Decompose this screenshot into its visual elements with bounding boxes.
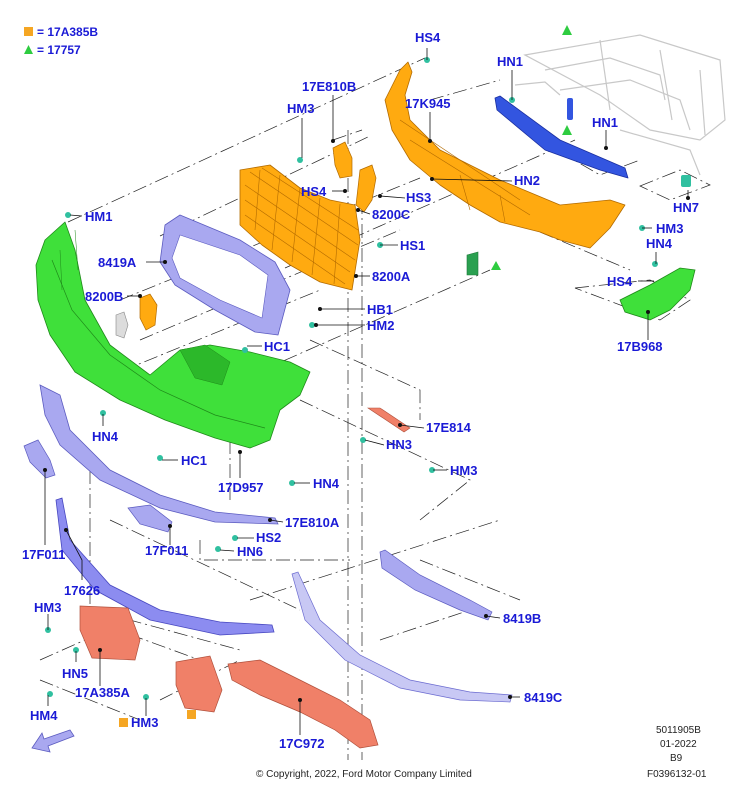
label-hs4-c: HS4 xyxy=(607,274,633,289)
leader-dots xyxy=(43,139,690,702)
label-17e814: 17E814 xyxy=(426,420,472,435)
label-17a385a: 17A385A xyxy=(75,685,131,700)
label-hc1-b: HC1 xyxy=(181,453,207,468)
part-8419a-frame xyxy=(159,214,291,336)
label-hs3: HS3 xyxy=(406,190,431,205)
part-17a385a xyxy=(79,605,141,661)
green-triangle-top-icon xyxy=(562,25,572,35)
green-triangle-right-icon xyxy=(491,261,501,270)
label-hc1-a: HC1 xyxy=(264,339,290,354)
meta-code-2: 01-2022 xyxy=(660,739,697,750)
label-hs1: HS1 xyxy=(400,238,425,253)
label-hm1: HM1 xyxy=(85,209,112,224)
blue-beam xyxy=(494,95,629,179)
part-17d957-cover xyxy=(35,221,311,449)
label-hm2: HM2 xyxy=(367,318,394,333)
label-hn2: HN2 xyxy=(514,173,540,188)
part-17c972 xyxy=(227,659,379,749)
label-hb1: HB1 xyxy=(367,302,393,317)
part-labels: HS4 HN1 HN1 17E810B HM3 17K945 HN2 HS4 H… xyxy=(22,30,699,751)
label-8200b: 8200B xyxy=(85,289,123,304)
label-hn4-b: HN4 xyxy=(92,429,119,444)
label-17k945: 17K945 xyxy=(405,96,451,111)
part-17e810b xyxy=(332,141,353,179)
metadata: 5011905B 01-2022 B9 F0396132-01 © Copyri… xyxy=(256,725,707,780)
part-salmon-bracket xyxy=(175,655,223,713)
legend-text-triangle: = 17757 xyxy=(37,43,81,57)
label-17626: 17626 xyxy=(64,583,100,598)
part-8419c xyxy=(291,571,513,703)
vehicle-frame xyxy=(514,34,726,176)
part-17b968 xyxy=(619,267,696,321)
part-8200a-grille xyxy=(239,164,361,291)
leader-lines xyxy=(44,48,689,735)
label-hm3-c: HM3 xyxy=(450,463,477,478)
legend-square-icon xyxy=(24,27,33,36)
label-8419b: 8419B xyxy=(503,611,541,626)
label-17d957: 17D957 xyxy=(218,480,264,495)
label-17e810b: 17E810B xyxy=(302,79,356,94)
label-hm3-b: HM3 xyxy=(656,221,683,236)
front-direction-arrow-icon xyxy=(31,729,75,753)
label-hn5: HN5 xyxy=(62,666,88,681)
label-hn4-a: HN4 xyxy=(646,236,673,251)
label-hm3-d: HM3 xyxy=(34,600,61,615)
part-17k945 xyxy=(384,61,626,249)
orange-square-mid-icon xyxy=(187,710,196,719)
meta-code-4: F0396132-01 xyxy=(647,769,707,780)
part-small-green-bracket xyxy=(466,251,479,276)
label-hs4-top: HS4 xyxy=(415,30,441,45)
copyright: © Copyright, 2022, Ford Motor Company Li… xyxy=(256,769,472,780)
label-17b968: 17B968 xyxy=(617,339,663,354)
green-triangle-mid-icon xyxy=(562,125,572,135)
label-17f011-b: 17F011 xyxy=(145,543,188,558)
part-8200c xyxy=(355,164,377,213)
legend-triangle-icon xyxy=(24,45,33,54)
label-hs4-b: HS4 xyxy=(301,184,327,199)
label-17c972: 17C972 xyxy=(279,736,325,751)
parts xyxy=(23,25,726,753)
label-8419a: 8419A xyxy=(98,255,137,270)
part-17626 xyxy=(55,497,275,636)
label-8200c: 8200C xyxy=(372,207,411,222)
label-hs2: HS2 xyxy=(256,530,281,545)
orange-square-hm3-icon xyxy=(119,718,128,727)
label-hn1-a: HN1 xyxy=(497,54,523,69)
meta-code-3: B9 xyxy=(670,753,683,764)
part-8419b xyxy=(379,549,493,621)
label-hn1-b: HN1 xyxy=(592,115,618,130)
label-hn3: HN3 xyxy=(386,437,412,452)
part-17f011-left xyxy=(23,439,56,479)
label-8419c: 8419C xyxy=(524,690,563,705)
label-hm4: HM4 xyxy=(30,708,58,723)
label-17f011-a: 17F011 xyxy=(22,547,65,562)
part-17e814 xyxy=(367,407,411,433)
label-hm3-e: HM3 xyxy=(131,715,158,730)
label-hn4-c: HN4 xyxy=(313,476,340,491)
part-small-grey-badge xyxy=(115,311,129,339)
legend: = 17A385B = 17757 xyxy=(24,25,98,57)
part-hn7-clip xyxy=(681,175,691,187)
label-hm3-a: HM3 xyxy=(287,101,314,116)
label-8200a: 8200A xyxy=(372,269,411,284)
legend-text-square: = 17A385B xyxy=(37,25,98,39)
meta-code-1: 5011905B xyxy=(656,725,701,736)
label-hn6: HN6 xyxy=(237,544,263,559)
label-hn7: HN7 xyxy=(673,200,699,215)
part-8200b xyxy=(139,293,158,331)
label-17e810a: 17E810A xyxy=(285,515,340,530)
